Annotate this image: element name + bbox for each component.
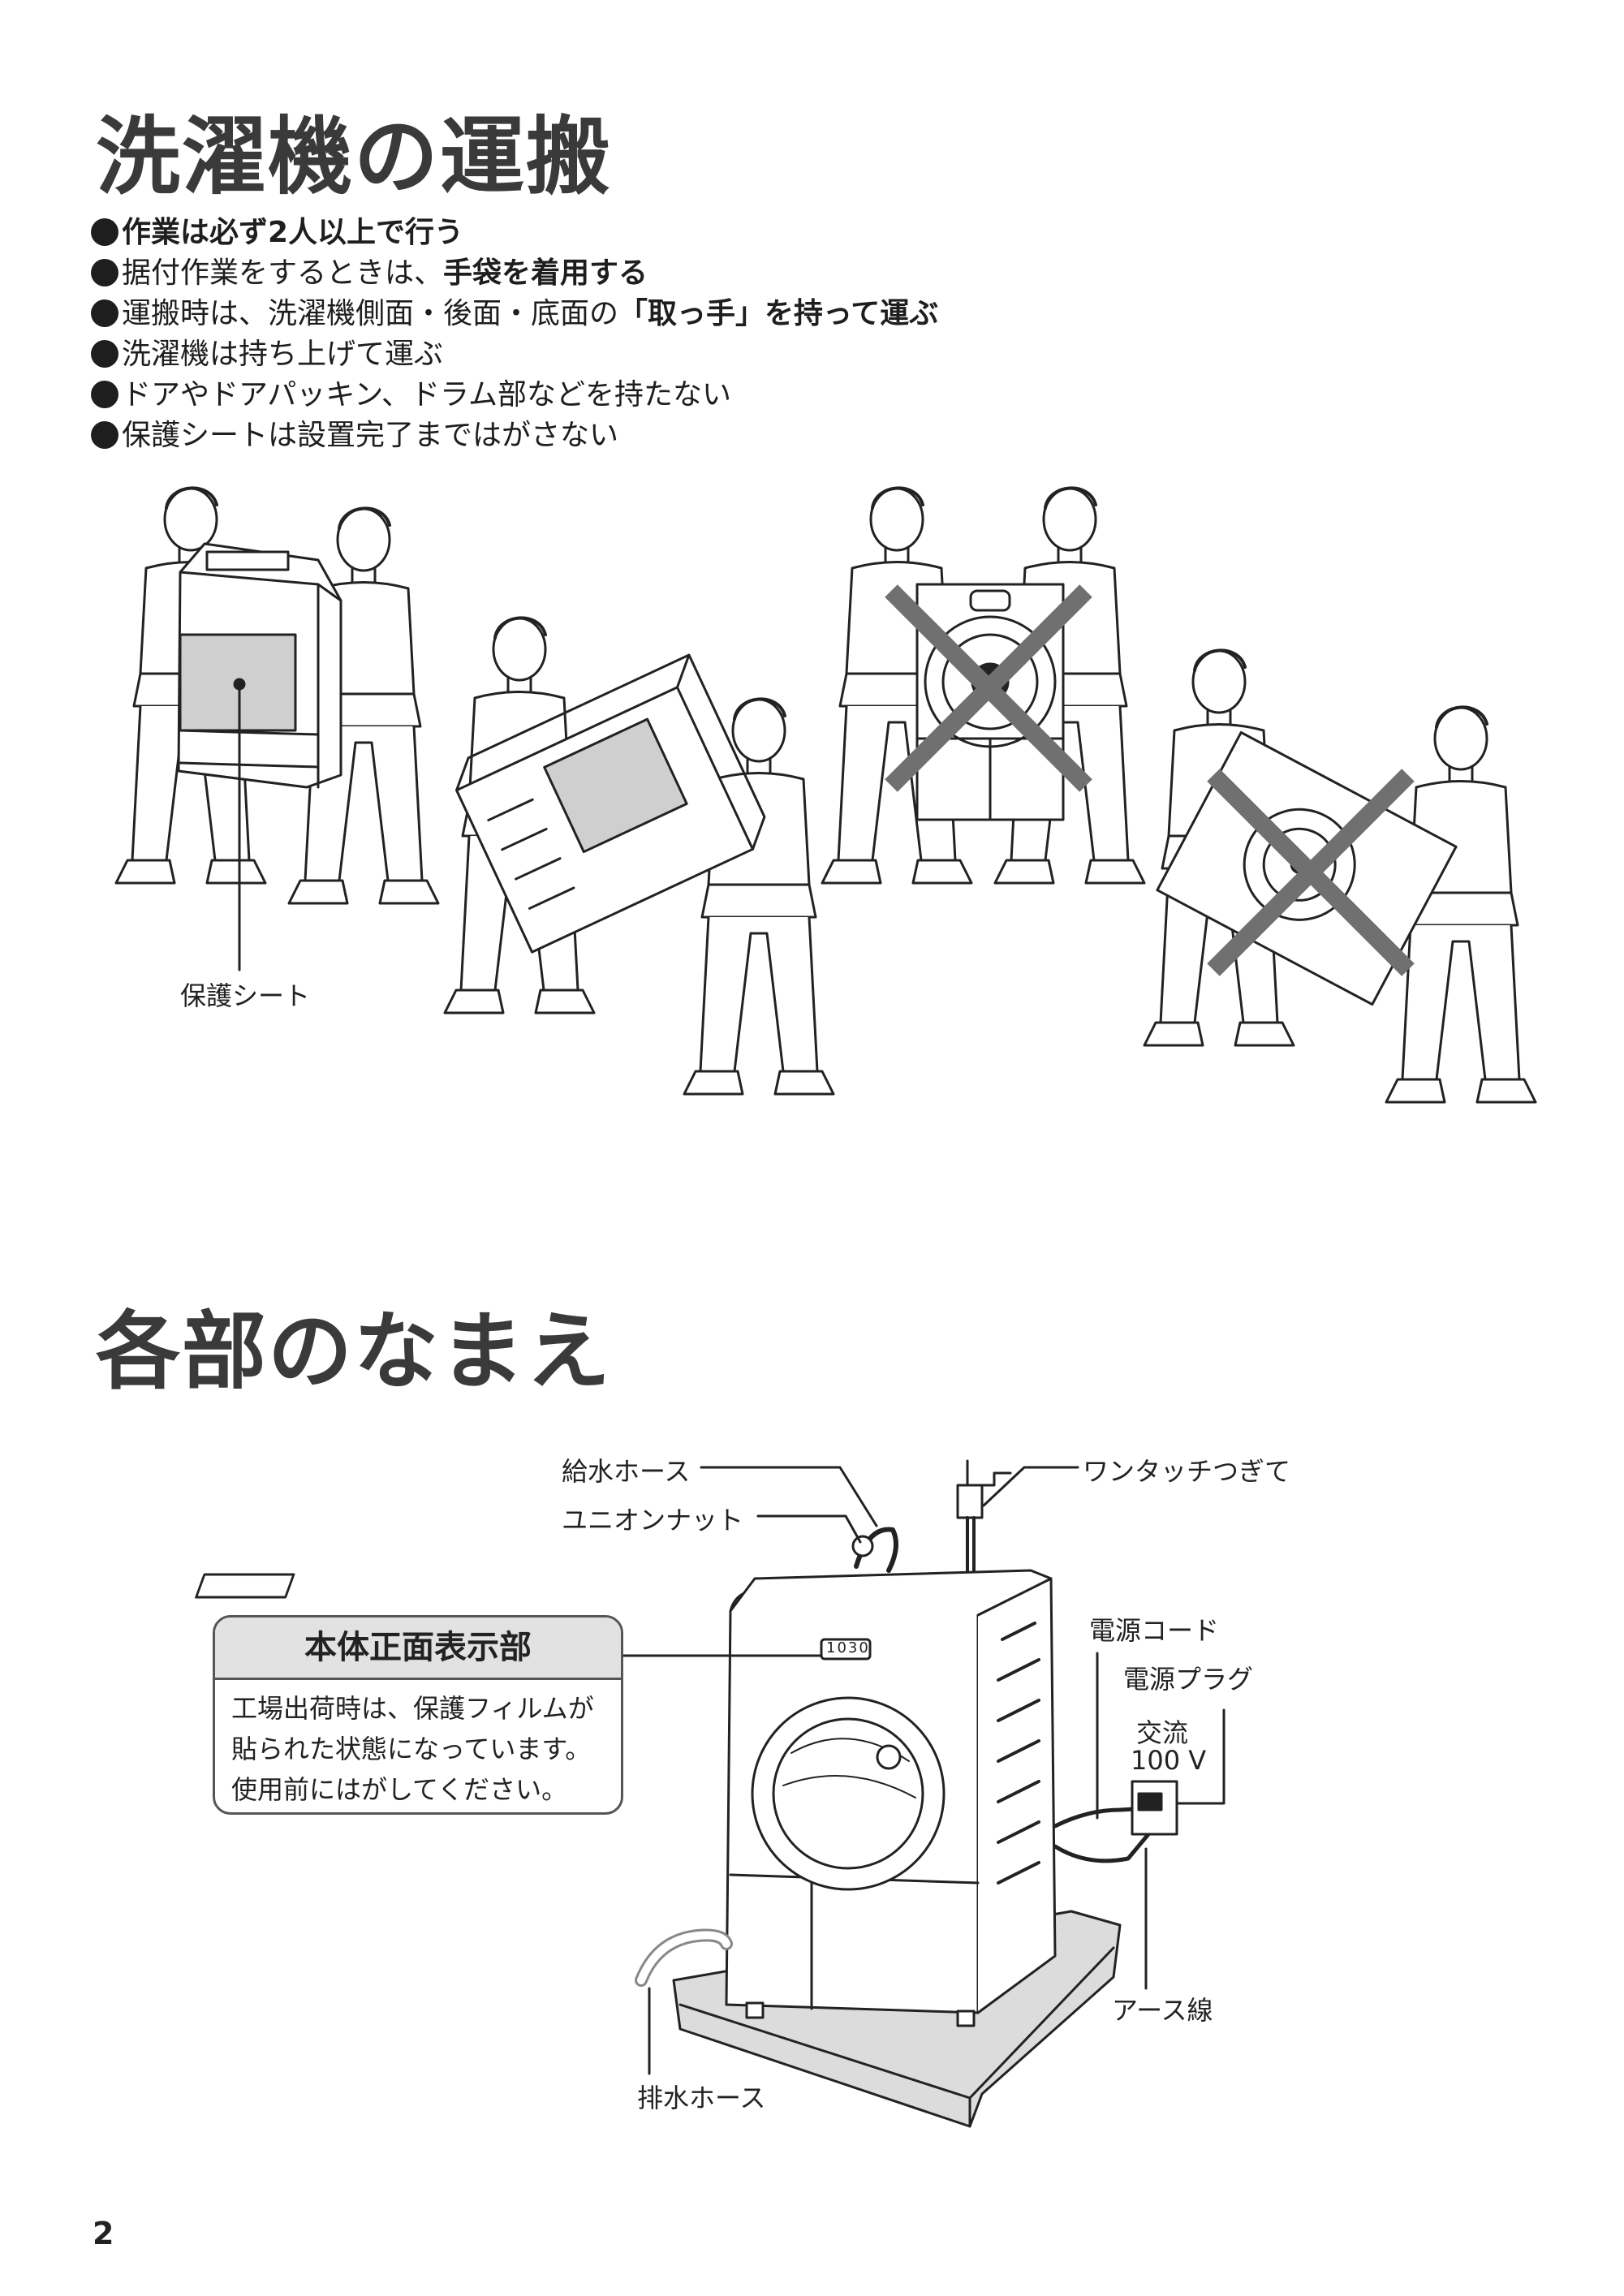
figure-ng-door-carry xyxy=(821,486,1146,885)
front-display-callout: 本体正面表示部 工場出荷時は、保護フィルムが 貼られた状態になっています。 使用… xyxy=(213,1615,623,1815)
figure-tilted-carry xyxy=(443,616,835,1096)
bullet-icon xyxy=(91,299,118,327)
faucet-shape xyxy=(956,1459,1012,1572)
callout-line: 工場出荷時は、保護フィルムが xyxy=(231,1693,594,1724)
figure-ng-drum-carry xyxy=(1143,648,1537,1104)
rule-item: 据付作業をするときは、手袋を着用する xyxy=(91,253,938,294)
voltage-label: 100 V xyxy=(1131,1745,1207,1776)
rule-item: 保護シートは設置完了まではがさない xyxy=(91,416,938,456)
section-title-transport: 洗濯機の運搬 xyxy=(96,107,613,206)
drain-hose-shape xyxy=(635,1928,733,1987)
one-touch-fitting-label: ワンタッチつぎて xyxy=(1083,1456,1291,1487)
power-cord-label: 電源コード xyxy=(1089,1615,1220,1646)
power-cord-shape xyxy=(1053,1780,1178,1863)
transport-illustration xyxy=(114,486,1537,1104)
display-readout: 1030 xyxy=(826,1639,870,1656)
wall-outlet-shape xyxy=(1131,1780,1178,1836)
page-number: 2 xyxy=(93,2216,114,2251)
ac-label: 交流 xyxy=(1136,1717,1189,1748)
leader-one-touch xyxy=(982,1466,1079,1507)
drain-hose-label: 排水ホース xyxy=(637,2083,766,2113)
rule-item: 作業は必ず2人以上で行う xyxy=(91,213,938,253)
transport-rules-list: 作業は必ず2人以上で行う 据付作業をするときは、手袋を着用する 運搬時は、洗濯機… xyxy=(91,213,938,456)
bullet-icon xyxy=(91,340,118,368)
bullet-icon xyxy=(91,421,118,449)
supply-hose-label: 給水ホース xyxy=(562,1456,691,1487)
protective-sheet-label: 保護シート xyxy=(180,980,311,1011)
rule-item: ドアやドアパッキン、ドラム部などを持たない xyxy=(91,375,938,416)
figure-upright-carry xyxy=(114,486,440,971)
power-plug-label: 電源プラグ xyxy=(1123,1664,1254,1695)
rule-item: 洗濯機は持ち上げて運ぶ xyxy=(91,334,938,375)
leader-union-nut xyxy=(756,1514,862,1544)
ground-wire-label: アース線 xyxy=(1112,1995,1213,2026)
bullet-icon xyxy=(91,381,118,408)
bullet-icon xyxy=(91,218,118,246)
bullet-icon xyxy=(91,259,118,286)
callout-line: 使用前にはがしてください。 xyxy=(231,1774,568,1805)
supply-hose-shape xyxy=(851,1527,898,1573)
callout-title: 本体正面表示部 xyxy=(215,1618,621,1680)
union-nut-label: ユニオンナット xyxy=(562,1505,744,1536)
callout-body: 工場出荷時は、保護フィルムが 貼られた状態になっています。 使用前にはがしてくだ… xyxy=(215,1680,621,1812)
rule-item: 運搬時は、洗濯機側面・後面・底面の「取っ手」を持って運ぶ xyxy=(91,294,938,334)
callout-line: 貼られた状態になっています。 xyxy=(231,1734,592,1764)
section-title-parts: 各部のなまえ xyxy=(96,1302,613,1401)
